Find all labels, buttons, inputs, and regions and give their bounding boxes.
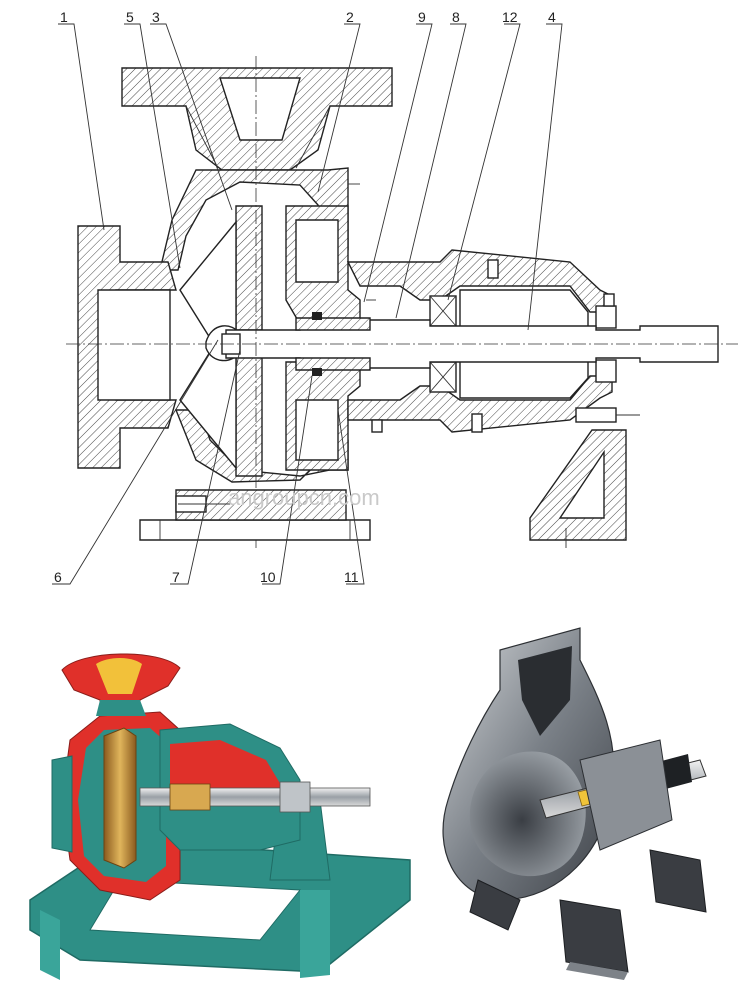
bearing-rear xyxy=(595,305,617,329)
bolt xyxy=(371,419,383,433)
casing-foot xyxy=(139,519,371,541)
part-label-1: 1 xyxy=(60,9,68,25)
bearing-bracket xyxy=(346,249,613,313)
part-label-5: 5 xyxy=(126,9,134,25)
part-label-12: 12 xyxy=(502,9,518,25)
cutaway-pump-photo xyxy=(29,653,411,980)
part-label-8: 8 xyxy=(452,9,460,25)
bolt xyxy=(603,293,615,307)
grey-legs xyxy=(469,879,521,931)
part-label-4: 4 xyxy=(548,9,556,25)
sectional-drawing: 1 5 3 2 9 8 12 4 6 7 10 11 angroupcn.com xyxy=(52,9,738,585)
support-foot xyxy=(529,429,627,541)
shaft-sleeve xyxy=(295,317,371,331)
mechanical-seal xyxy=(312,312,322,320)
part-label-9: 9 xyxy=(418,9,426,25)
cutaway-render xyxy=(442,627,707,980)
part-label-2: 2 xyxy=(346,9,354,25)
bolt xyxy=(471,413,483,433)
bolt xyxy=(487,259,499,279)
part-label-6: 6 xyxy=(54,569,62,585)
part-label-7: 7 xyxy=(172,569,180,585)
part-label-3: 3 xyxy=(152,9,160,25)
part-label-10: 10 xyxy=(260,569,276,585)
bronze-impeller xyxy=(103,727,137,869)
leader-lines xyxy=(52,23,563,585)
watermark: angroupcn.com xyxy=(228,485,380,510)
part-label-11: 11 xyxy=(344,569,359,585)
